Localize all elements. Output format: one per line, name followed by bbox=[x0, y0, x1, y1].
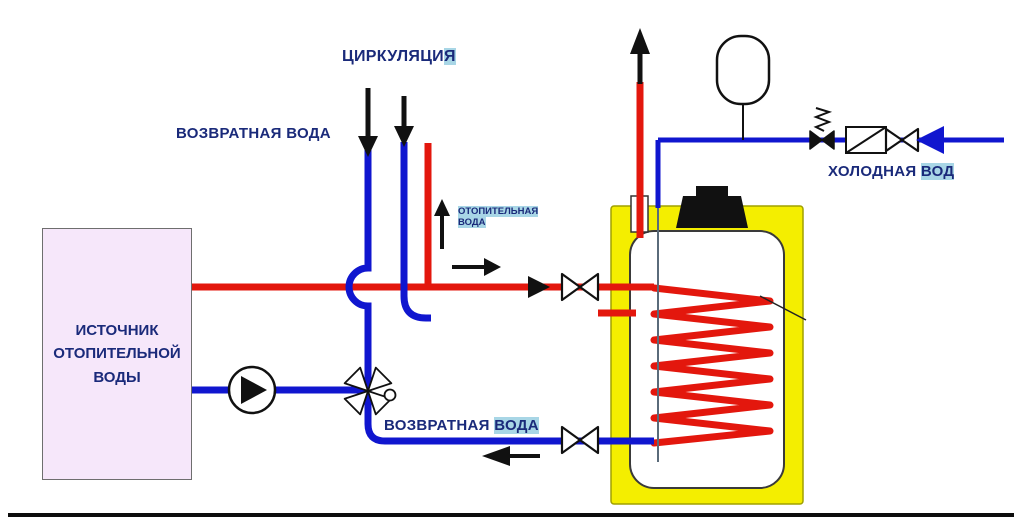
circulation-label-text: ЦИРКУЛЯЦИ bbox=[342, 48, 444, 65]
bottom-border-line bbox=[8, 513, 1014, 517]
return-circulation-pipe bbox=[345, 150, 654, 445]
shutoff-valve-hot-icon bbox=[560, 272, 600, 302]
three-way-valve-port bbox=[367, 366, 393, 392]
heating-water-label: ОТОПИТЕЛЬНАЯ ВОДА bbox=[458, 206, 539, 228]
heating-water-label-line1: ОТОПИТЕЛЬНАЯ bbox=[458, 206, 539, 217]
safety-valve-spring-icon bbox=[813, 107, 833, 132]
cold-water-label-text: ХОЛОДНАЯ bbox=[828, 163, 921, 180]
heat-exchanger-coil-icon bbox=[650, 284, 774, 447]
return-water-bottom-highlight: ВОДА bbox=[494, 417, 539, 434]
flow-arrow-return-left-icon bbox=[482, 446, 540, 466]
return-water-top-label: ВОЗВРАТНАЯ ВОДА bbox=[176, 125, 331, 142]
circulation-branch-pipe bbox=[400, 142, 431, 322]
safety-valve-icon bbox=[809, 130, 835, 150]
return-water-bottom-text: ВОЗВРАТНАЯ bbox=[384, 417, 495, 434]
tank-flange bbox=[676, 196, 748, 228]
shutoff-valve-return-icon bbox=[560, 425, 600, 455]
heating-water-label-line2: ВОДА bbox=[458, 217, 486, 228]
tank-flange-cap bbox=[696, 186, 728, 198]
flow-arrow-circulation-left-icon bbox=[358, 88, 378, 157]
flow-arrow-heating-right-icon bbox=[452, 258, 501, 276]
return-water-bottom-label: ВОЗВРАТНАЯ ВОДА bbox=[384, 417, 539, 434]
circulation-label: ЦИРКУЛЯЦИЯ bbox=[342, 48, 456, 66]
circulation-label-highlight: Я bbox=[443, 48, 456, 65]
check-valve-flap bbox=[845, 126, 887, 154]
heat-source-box: ИСТОЧНИК ОТОПИТЕЛЬНОЙ ВОДЫ bbox=[42, 228, 192, 480]
three-way-valve-port bbox=[343, 390, 369, 416]
flow-arrow-dhw-up-icon bbox=[630, 28, 650, 84]
expansion-vessel-icon bbox=[715, 34, 771, 106]
pump-rotor-icon bbox=[241, 376, 267, 404]
flow-arrow-heating-up-icon bbox=[434, 199, 450, 249]
flow-arrow-supply-icon bbox=[528, 276, 550, 298]
flow-arrow-cold-water-icon bbox=[916, 126, 944, 154]
cold-water-label-highlight: ВОД bbox=[920, 163, 955, 180]
cold-water-label: ХОЛОДНАЯ ВОД bbox=[828, 163, 955, 180]
flow-arrow-circulation-right-icon bbox=[394, 96, 414, 147]
shutoff-valve-cold-icon bbox=[884, 127, 920, 153]
coil-leader-line bbox=[759, 295, 807, 321]
three-way-valve-knob bbox=[383, 388, 397, 402]
three-way-valve-port bbox=[343, 366, 369, 392]
